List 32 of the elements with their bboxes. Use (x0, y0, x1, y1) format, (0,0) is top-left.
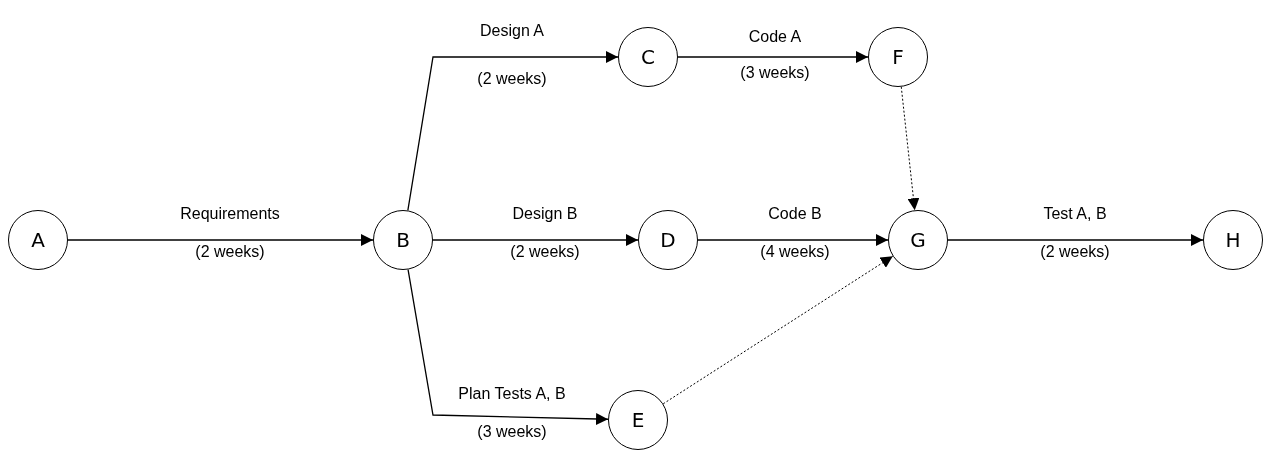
node-label: G (910, 228, 926, 252)
node-label: C (641, 45, 655, 69)
edge-label: Design B (2 weeks) (509, 204, 581, 262)
arrow (407, 268, 609, 425)
edge-label: Design A (2 weeks) (476, 21, 548, 89)
edge-label: Code A (3 weeks) (740, 27, 810, 83)
event-circle (638, 210, 698, 270)
event-circle (868, 27, 928, 87)
arrow (67, 234, 374, 246)
edge-label: Test A, B (2 weeks) (1039, 204, 1111, 262)
arrow (407, 51, 619, 212)
edge-label: Code B (4 weeks) (759, 204, 831, 262)
arrow (662, 255, 894, 405)
arrow (677, 51, 869, 63)
node-label: A (31, 228, 45, 252)
node-label: H (1225, 228, 1241, 252)
node-label: D (660, 228, 676, 252)
edge-label: Plan Tests A, B (3 weeks) (457, 384, 567, 442)
arrow (697, 234, 889, 246)
arrow (947, 234, 1204, 246)
node-label: E (631, 408, 645, 432)
event-circle (1203, 210, 1263, 270)
event-circle (373, 210, 433, 270)
event-circle (608, 390, 668, 450)
event-circle (8, 210, 68, 270)
arrow (900, 86, 920, 211)
node-label: F (892, 45, 904, 69)
node-label: B (396, 228, 410, 252)
event-circle (888, 210, 948, 270)
edge-label: Requirements (2 weeks) (179, 204, 281, 262)
event-circle (618, 27, 678, 87)
arrow (432, 234, 639, 246)
